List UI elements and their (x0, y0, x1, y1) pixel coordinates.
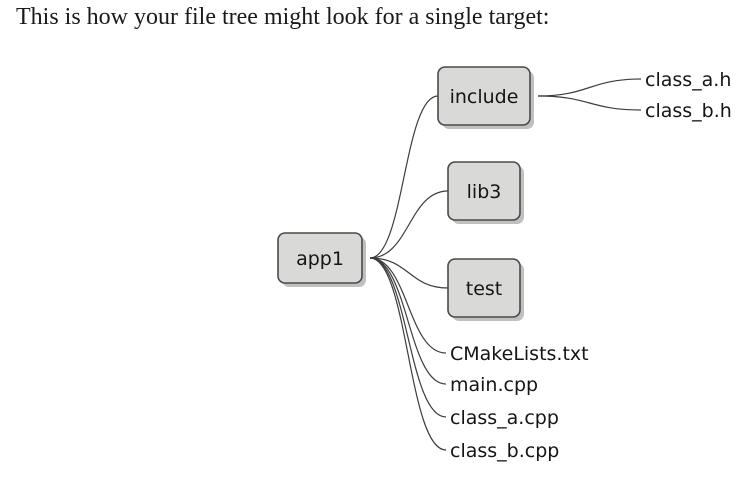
edge-root-to-main-cpp (369, 257, 447, 385)
tree-edges (369, 78, 642, 451)
file-leaf-class-b-cpp: class_b.cpp (450, 440, 559, 462)
edge-root-to-test (369, 257, 449, 289)
folder-node-lib3-label: lib3 (467, 181, 502, 203)
intro-text: This is how your file tree might look fo… (16, 4, 550, 30)
edge-root-to-class-b-cpp (369, 257, 447, 451)
edge-include-to-class-b-h (537, 95, 642, 111)
tree-nodes: app1 include class_a.h class_b.h lib3 testCMa… (277, 66, 732, 462)
folder-node-test: test (447, 258, 524, 321)
folder-node-test-label: test (466, 278, 503, 300)
file-leaf-class-a-cpp: class_a.cpp (450, 407, 559, 429)
folder-node-lib3: lib3 (447, 161, 524, 224)
file-leaf-class-a-h: class_a.h (645, 69, 731, 91)
file-leaf-class-b-h: class_b.h (645, 100, 732, 122)
edge-root-to-include (369, 95, 439, 259)
file-leaf-cmakelists-txt: CMakeLists.txt (450, 343, 589, 365)
folder-node-include: include (437, 66, 534, 129)
folder-node-lib3-box (447, 161, 521, 221)
edge-root-to-lib3 (369, 190, 449, 259)
root-node-app1: app1 (277, 232, 366, 287)
folder-node-include-box (437, 66, 531, 126)
edge-root-to-class-a-cpp (369, 257, 447, 418)
root-node-app1-label: app1 (296, 248, 344, 270)
edge-root-to-cmakelists-txt (369, 257, 447, 354)
folder-node-test-box (447, 258, 521, 318)
folder-node-include-label: include (450, 86, 519, 108)
root-node-app1-box (277, 232, 363, 284)
edge-include-to-class-a-h (537, 78, 642, 97)
file-leaf-main-cpp: main.cpp (450, 374, 538, 396)
